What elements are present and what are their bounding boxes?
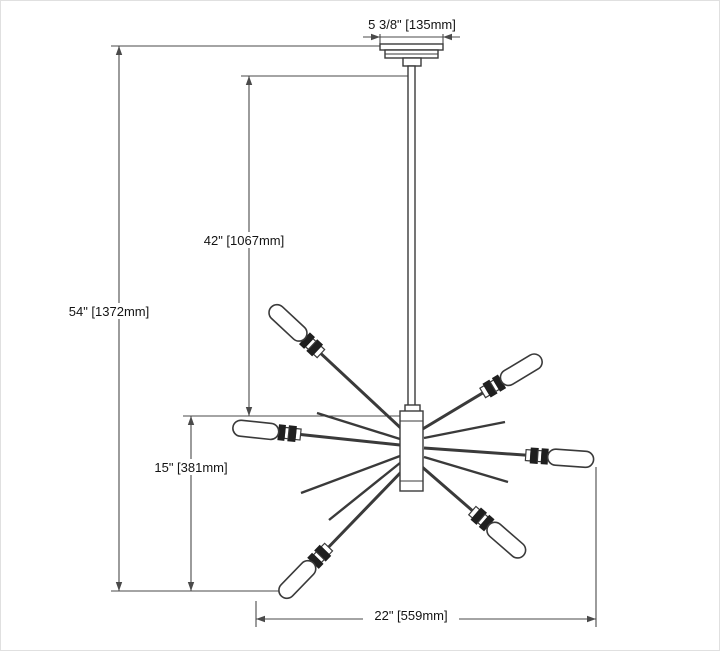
bulb-arm-left [232,419,401,447]
arrowhead [256,615,265,623]
spoke-rod [423,420,506,440]
dim-stem-length: 42" [1067mm] [183,75,408,417]
dim-label-body-height: 15" [381mm] [154,460,227,475]
bulb [268,303,308,342]
arrowhead [187,582,195,591]
dim-body-width: 22" [559mm] [255,467,597,627]
dim-canopy-width: 5 3/8" [135mm] [363,17,460,44]
central-hub [399,404,424,492]
arrowhead [371,33,380,41]
dim-label-overall-height: 54" [1372mm] [69,304,150,319]
bulb-arm-upper-left [268,303,407,434]
dim-body-height: 15" [381mm] [139,416,243,591]
arrowhead [245,407,253,416]
spoke-rods [300,411,509,521]
spoke-rod [423,455,509,484]
dim-label-body-width: 22" [559mm] [374,608,447,623]
dim-label-canopy-width: 5 3/8" [135mm] [368,17,456,32]
arrowhead [245,76,253,85]
bulb [546,448,595,469]
bulb-arm-lower-left [278,466,407,600]
bulb-arm-upper-right [420,353,543,432]
spoke-rod [300,454,401,495]
bulb [499,353,543,387]
bulb [232,419,280,441]
spoke-rod [328,462,401,521]
bulb [486,521,527,559]
bulb [278,559,317,600]
spoke-rod [316,411,401,441]
bulb-arm-lower-right [420,464,527,559]
dim-overall-height: 54" [1372mm] [53,45,380,592]
arrowhead [115,582,123,591]
hanging-rod [407,65,416,412]
bulb-arm-right [423,446,595,469]
arrowhead [187,416,195,425]
dim-label-stem-length: 42" [1067mm] [204,233,285,248]
arrowhead [443,33,452,41]
arrowhead [587,615,596,623]
canopy [379,43,444,67]
arrowhead [115,46,123,55]
